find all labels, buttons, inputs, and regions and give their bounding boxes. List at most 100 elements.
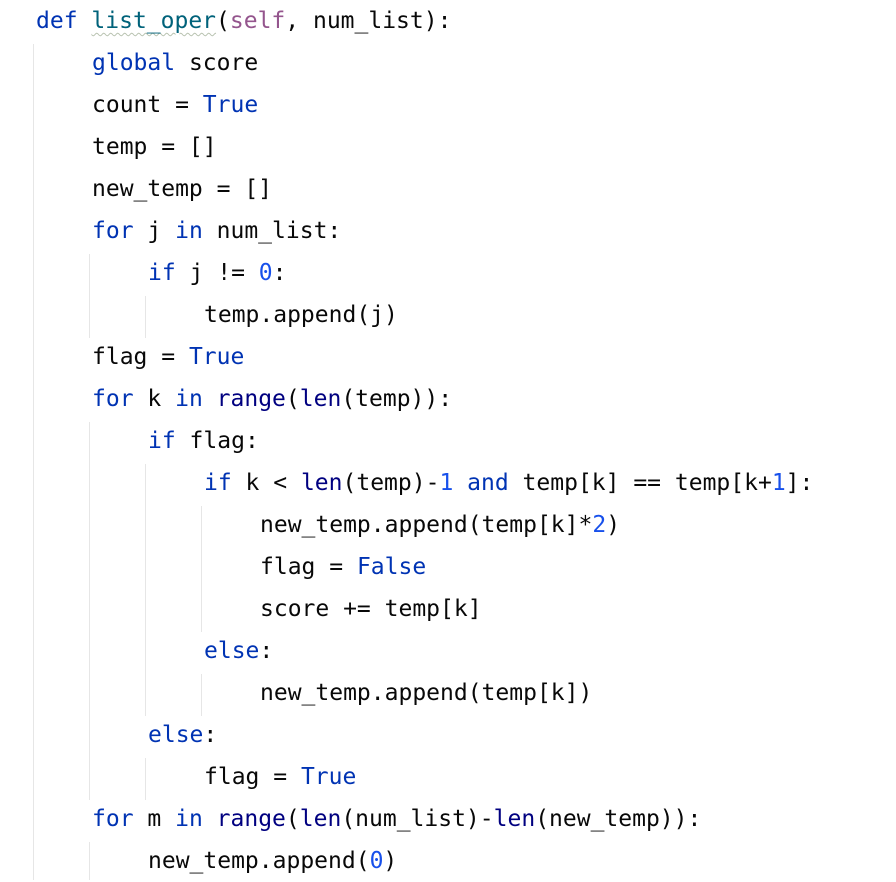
code-token-id: flag = [260,554,357,580]
code-token-kw: if [148,260,176,286]
code-token-kw: and [467,470,509,496]
code-line[interactable]: for j in num_list: [92,210,341,252]
code-line[interactable]: global score [92,42,258,84]
code-token-id: temp.append(j) [204,302,398,328]
code-token-kw: in [175,386,203,412]
code-token-id: k [133,386,176,412]
code-token-kw: True [202,92,259,118]
code-token-id: j != [175,260,259,286]
code-token-builtin: range [216,806,286,832]
code-token-id: count = [92,92,203,118]
code-token-id: m [133,806,176,832]
indent-guide [201,506,202,632]
code-token-id: : [203,722,218,748]
code-token-fn: list_oper [91,8,217,34]
code-line[interactable]: score += temp[k] [260,588,482,630]
indent-guide [145,296,146,338]
code-token-kw: True [300,764,357,790]
indent-guide [89,254,90,338]
code-token-num: 1 [439,470,454,496]
code-token-id: j [133,218,176,244]
code-line[interactable]: temp.append(j) [204,294,398,336]
code-token-id: score += temp[k] [260,596,482,622]
code-token-kw: if [204,470,232,496]
code-line[interactable]: temp = [] [92,126,217,168]
code-token-num: 0 [258,260,273,286]
code-token-id [203,806,217,832]
code-token-id: (temp)- [342,470,440,496]
code-token-id: ( [285,386,300,412]
code-token-id: flag = [92,344,189,370]
code-token-kw: False [356,554,427,580]
code-token-id: (num_list)- [341,806,494,832]
code-token-id: ) [606,512,621,538]
code-line[interactable]: def list_oper(self, num_list): [36,0,451,42]
code-token-num: 1 [771,470,786,496]
code-token-id: new_temp.append(temp[k]) [260,680,593,706]
code-token-builtin: len [493,806,536,832]
indent-guide [89,842,90,880]
code-line[interactable]: new_temp.append(0) [148,840,397,882]
code-token-id: , num_list): [285,8,452,34]
indent-guide [33,44,34,880]
code-line[interactable]: for m in range(len(num_list)-len(new_tem… [92,798,701,840]
code-token-id: flag = [204,764,301,790]
code-token-builtin: len [300,470,343,496]
indent-guide [145,758,146,800]
code-line[interactable]: flag = True [204,756,356,798]
code-token-id: ]: [785,470,814,496]
code-line[interactable]: if flag: [148,420,259,462]
code-token-kw: else [204,638,260,664]
code-token-kw: for [92,386,134,412]
code-token-builtin: len [299,386,342,412]
code-token-id: num_list: [202,218,342,244]
code-token-id: : [259,638,274,664]
indent-guide [145,464,146,716]
code-token-id [203,386,217,412]
code-token-id: ( [285,806,300,832]
code-token-kw: else [148,722,204,748]
code-token-id: flag: [175,428,259,454]
code-token-id: : [272,260,287,286]
code-token-id: temp = [] [92,134,217,160]
code-line[interactable]: flag = False [260,546,426,588]
code-token-id: new_temp.append( [148,848,370,874]
code-token-self: self [229,8,286,34]
code-token-id: new_temp.append(temp[k]* [260,512,593,538]
code-token-id [78,8,92,34]
code-line[interactable]: else: [204,630,273,672]
code-token-builtin: len [299,806,342,832]
code-token-builtin: range [216,386,286,412]
code-line[interactable]: count = True [92,84,258,126]
code-token-id: new_temp = [] [92,176,273,202]
code-token-kw: for [92,806,134,832]
code-token-id: (new_temp)): [535,806,702,832]
code-token-id: (temp)): [341,386,453,412]
code-token-kw: def [36,8,78,34]
code-token-kw: for [92,218,134,244]
code-token-id: score [175,50,259,76]
code-line[interactable]: else: [148,714,217,756]
code-line[interactable]: for k in range(len(temp)): [92,378,452,420]
code-token-id: temp[k] == temp[k+ [508,470,772,496]
code-token-kw: True [188,344,245,370]
code-token-punct: ( [216,8,230,34]
code-line[interactable]: flag = True [92,336,244,378]
code-token-id: ) [383,848,398,874]
indent-guide [201,674,202,716]
code-token-id: k < [231,470,301,496]
code-token-kw: if [148,428,176,454]
indent-guide [89,422,90,800]
code-line[interactable]: if k < len(temp)-1 and temp[k] == temp[k… [204,462,813,504]
code-line[interactable]: new_temp = [] [92,168,272,210]
code-line[interactable]: if j != 0: [148,252,287,294]
code-token-id [453,470,467,496]
code-line[interactable]: new_temp.append(temp[k]) [260,672,592,714]
code-token-kw: global [92,50,176,76]
code-token-kw: in [175,806,203,832]
code-line[interactable]: new_temp.append(temp[k]*2) [260,504,620,546]
code-token-num: 0 [369,848,384,874]
code-token-num: 2 [592,512,607,538]
code-token-kw: in [175,218,203,244]
